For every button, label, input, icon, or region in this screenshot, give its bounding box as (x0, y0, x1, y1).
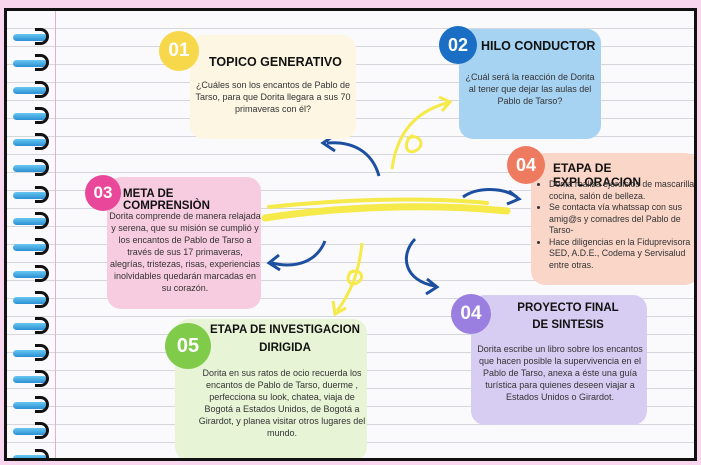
ring-hook (35, 28, 49, 45)
arrowhead (438, 95, 453, 112)
ring-hook (35, 290, 49, 308)
spiral-ring (13, 130, 53, 156)
ring-bar (13, 428, 47, 436)
badge-03: 03 (85, 175, 121, 211)
title-meta-comprension: META DE COMPRENSIÒN (123, 188, 210, 212)
spiral-ring (13, 262, 53, 288)
ring-bar (13, 191, 47, 199)
spiral-ring (13, 78, 53, 104)
title-etapa-investigacion: ETAPA DE INVESTIGACION DIRIGIDA (207, 321, 363, 357)
spiral-ring (13, 393, 53, 419)
spiral-ring (13, 25, 53, 51)
ring-hook (35, 54, 49, 72)
spiral-ring (13, 341, 53, 367)
arrowhead (425, 277, 440, 296)
spiral-ring (13, 104, 53, 130)
title-line: DIRIGIDA (259, 342, 311, 354)
badge-02: 02 (439, 26, 477, 64)
title-proyecto-final: PROYECTO FINAL DE SINTESIS (493, 300, 643, 334)
badge-04-proyecto: 04 (451, 294, 491, 334)
blue-arrow-to-proyecto (404, 237, 436, 288)
text-etapa-investigacion: Dorita en sus ratos de ocio recuerda los… (198, 368, 366, 438)
spiral-ring (13, 183, 53, 209)
ring-bar (13, 86, 47, 94)
spiral-ring (13, 314, 53, 340)
ring-hook (35, 159, 49, 177)
ring-bar (13, 296, 47, 304)
yellow-highlight-stroke (261, 203, 511, 222)
ring-hook (35, 212, 49, 230)
badge-04-exploracion: 04 (507, 146, 545, 184)
margin-line (55, 11, 56, 458)
ring-hook (35, 396, 49, 414)
ring-bar (13, 454, 47, 458)
ring-bar (13, 218, 47, 226)
ring-bar (13, 323, 47, 331)
arrowhead (331, 300, 347, 317)
badge-05: 05 (165, 323, 211, 369)
card-hilo-conductor (459, 29, 601, 139)
ring-hook (35, 264, 49, 282)
spiral-ring (13, 209, 53, 235)
ring-bar (13, 112, 47, 120)
card-topico-generativo (190, 35, 356, 139)
ring-hook (35, 317, 49, 335)
title-topico-generativo: TOPICO GENERATIVO (209, 55, 342, 69)
spiral-ring (13, 51, 53, 77)
blue-arrow-to-meta (271, 240, 327, 267)
ring-bar (13, 34, 47, 41)
ring-hook (35, 133, 49, 151)
ring-bar (13, 139, 47, 147)
ring-hook (35, 422, 49, 440)
spiral-ring (13, 156, 53, 182)
ring-bar (13, 349, 47, 357)
ring-hook (35, 238, 49, 256)
notebook-page: 01 TOPICO GENERATIVO ¿Cuáles son los enc… (4, 8, 697, 461)
list-etapa-exploracion: Dorita realiza ejercicios de mascarillas… (537, 179, 694, 272)
ring-hook (35, 185, 49, 203)
text-hilo-conductor: ¿Cuál será la reacción de Dorita al tene… (465, 72, 595, 106)
list-item: Hace diligencias en la Fiduprevisora SED… (549, 237, 694, 272)
ring-bar (13, 270, 47, 278)
yellow-highlight-stroke (267, 197, 489, 209)
text-proyecto-final: Dorita escribe un libro sobre los encant… (477, 344, 643, 402)
title-line: DE SINTESIS (532, 319, 604, 331)
yellow-arrow-to-hilo (390, 101, 448, 170)
ring-bar (13, 402, 47, 410)
spiral-ring (13, 235, 53, 261)
blue-arrow-to-exploracion (462, 188, 518, 199)
card-proyecto-final (471, 295, 647, 425)
ring-hook (35, 80, 49, 98)
ring-bar (13, 244, 47, 252)
ring-bar (13, 375, 47, 383)
spiral-ring (13, 367, 53, 393)
yellow-loop (346, 269, 363, 286)
spiral-ring (13, 288, 53, 314)
yellow-arrow-to-investigacion (335, 242, 364, 312)
list-item: Dorita realiza ejercicios de mascarillas… (549, 179, 694, 202)
ring-hook (35, 369, 49, 387)
title-hilo-conductor: HILO CONDUCTOR (481, 39, 596, 53)
text-meta-comprension: Dorita comprende de manera relajada y se… (109, 211, 261, 293)
card-meta-comprension (107, 177, 261, 309)
ring-hook (35, 448, 49, 458)
arrowhead (506, 189, 522, 206)
title-line: ETAPA DE INVESTIGACION (210, 324, 360, 336)
ring-bar (13, 165, 47, 173)
text-topico-generativo: ¿Cuáles son los encantos de Pablo de Tar… (195, 80, 351, 114)
spiral-binding (13, 25, 53, 458)
spiral-ring (13, 419, 53, 445)
yellow-loop (405, 133, 423, 154)
card-etapa-exploracion (531, 153, 694, 285)
title-line: PROYECTO FINAL (517, 302, 619, 314)
list-item: Se contacta vía whatssap con sus amig@s … (549, 202, 694, 237)
spiral-ring (13, 446, 53, 458)
ring-bar (13, 60, 47, 68)
ring-hook (35, 343, 49, 361)
title-etapa-exploracion: ETAPA DE EXPLORACION (553, 161, 642, 189)
arrowhead (266, 253, 281, 272)
ring-hook (35, 106, 49, 124)
badge-01: 01 (159, 31, 199, 71)
blue-arrow-to-topico (326, 141, 381, 177)
